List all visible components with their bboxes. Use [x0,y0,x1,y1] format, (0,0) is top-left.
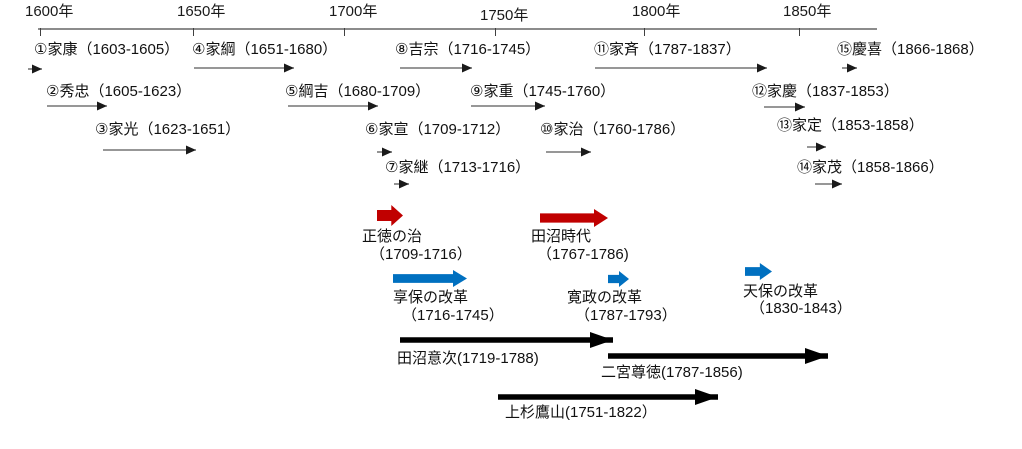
era-years: （1767-1786) [537,246,629,263]
year-tick [40,28,41,36]
shogun-label: ⑨家重（1745-1760） [470,83,616,100]
year-label: 1800年 [632,3,681,20]
shogun-label: ⑩家治（1760-1786） [540,121,686,138]
year-tick [495,28,496,36]
shogun-label: ⑥家宣（1709-1712） [365,121,511,138]
reform-name: 寛政の改革 [567,289,643,306]
year-label: 1750年 [480,7,529,24]
shogun-label: ①家康（1603-1605） [34,41,180,58]
shogun-label: ②秀忠（1605-1623） [46,83,192,100]
era-years: （1709-1716） [370,246,472,263]
reform-name: 天保の改革 [743,283,819,300]
shogun-label: ⑤綱吉（1680-1709） [285,83,431,100]
year-label: 1600年 [25,3,74,20]
reform-block-arrow [745,263,772,280]
year-tick [193,28,194,36]
reform-block-arrow [608,271,629,287]
year-tick [644,28,645,36]
person-label: 上杉鷹山(1751-1822） [505,404,657,421]
person-label: 田沼意次(1719-1788) [397,350,539,367]
shogun-label: ⑭家茂（1858-1866） [797,159,944,176]
era-name: 田沼時代 [531,228,592,245]
axis-line [38,28,877,30]
shogun-label: ⑬家定（1853-1858） [777,117,924,134]
reform-years: （1830-1843） [750,300,852,317]
reform-years: （1787-1793） [575,307,677,324]
shogun-label: ⑫家慶（1837-1853） [752,83,899,100]
year-label: 1650年 [177,3,226,20]
shogun-label: ⑮慶喜（1866-1868） [837,41,984,58]
reform-block-arrow [393,270,467,287]
shogun-label: ③家光（1623-1651） [95,121,241,138]
shogun-label: ⑦家継（1713-1716） [385,159,531,176]
shogun-label: ④家綱（1651-1680） [192,41,338,58]
era-block-arrow [540,209,608,227]
reform-years: （1716-1745） [402,307,504,324]
year-tick [799,28,800,36]
year-tick [344,28,345,36]
year-label: 1700年 [329,3,378,20]
person-label: 二宮尊徳(1787-1856) [601,364,743,381]
shogun-label: ⑧吉宗（1716-1745） [395,41,541,58]
reform-name: 享保の改革 [393,289,469,306]
era-block-arrow [377,205,403,226]
year-label: 1850年 [783,3,832,20]
era-name: 正徳の治 [362,228,423,245]
shogun-label: ⑪家斉（1787-1837） [594,41,741,58]
